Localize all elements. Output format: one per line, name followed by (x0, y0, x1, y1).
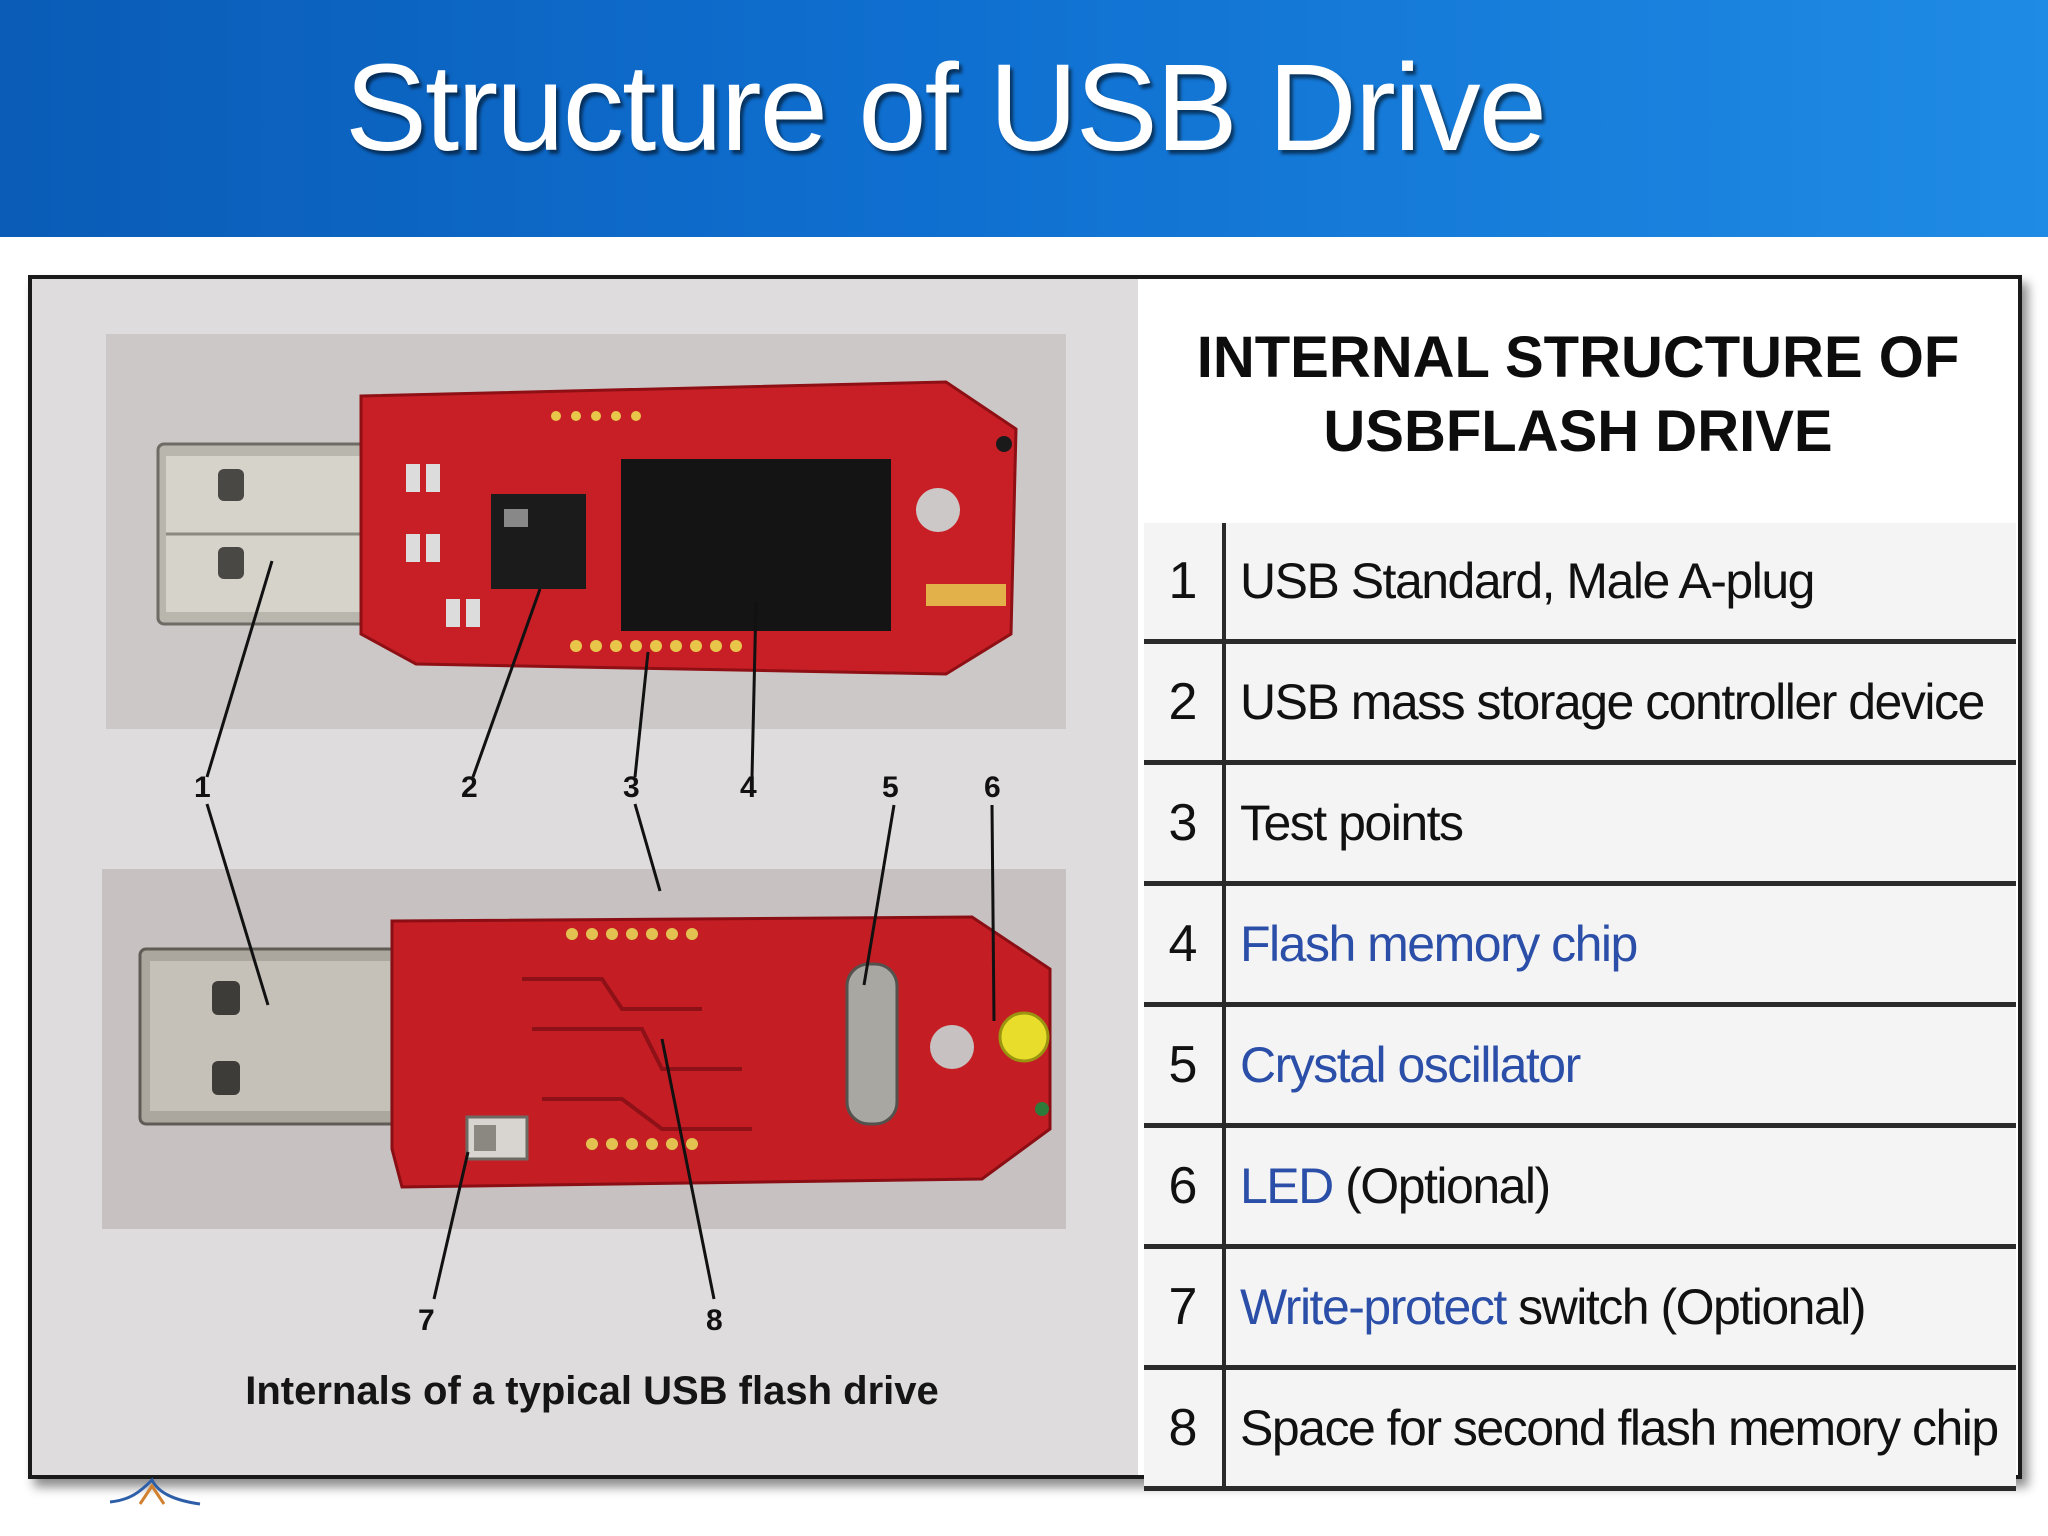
callout-7: 7 (418, 1304, 435, 1337)
legend-row-link[interactable]: Write-protect (1240, 1279, 1507, 1335)
legend-row-number: 2 (1144, 644, 1226, 760)
legend-row-number: 5 (1144, 1007, 1226, 1123)
legend-row-link[interactable]: Flash memory chip (1240, 916, 1638, 972)
figure-frame: 1 2 3 4 5 6 7 8 Internals of a typical U… (28, 275, 2022, 1491)
legend-row-number: 6 (1144, 1128, 1226, 1244)
figure-caption: Internals of a typical USB flash drive (245, 1369, 939, 1413)
abstract-logo-icon (109, 1477, 201, 1506)
legend-row-link[interactable]: Crystal oscillator (1240, 1037, 1581, 1093)
pcb-back-photo (102, 869, 1066, 1229)
legend-row-text: LED (Optional) (1240, 1128, 2010, 1244)
legend-row-text: USB Standard, Male A-plug (1240, 523, 2010, 639)
callout-5: 5 (882, 771, 899, 804)
callout-4: 4 (740, 771, 757, 804)
legend-row-text: Flash memory chip (1240, 886, 2010, 1002)
legend-row-label: (Optional) (1332, 1158, 1551, 1214)
legend-row-label: Test points (1240, 795, 1464, 851)
panel-heading: INTERNAL STRUCTURE OF USBFLASH DRIVE (1138, 321, 2018, 469)
panel-heading-line2: USBFLASH DRIVE (1323, 399, 1833, 464)
legend-row-text: Space for second flash memory chip (1240, 1370, 2010, 1486)
legend-row-number: 3 (1144, 765, 1226, 881)
pcb-front-photo (106, 334, 1066, 729)
legend-row-number: 7 (1144, 1249, 1226, 1365)
legend-row-text: Crystal oscillator (1240, 1007, 2010, 1123)
legend-row-label: USB mass storage controller device (1240, 674, 1985, 730)
legend-row-number: 8 (1144, 1370, 1226, 1486)
legend-row-label: USB Standard, Male A-plug (1240, 553, 1815, 609)
legend-row-label: Space for second flash memory chip (1240, 1400, 1999, 1456)
legend-row-label: switch (Optional) (1505, 1279, 1866, 1335)
photo-area: 1 2 3 4 5 6 7 8 Internals of a typical U… (32, 279, 1138, 1475)
callout-1: 1 (194, 771, 211, 804)
legend-row-text: USB mass storage controller device (1240, 644, 2010, 760)
callout-8: 8 (706, 1304, 723, 1337)
legend-row-number: 4 (1144, 886, 1226, 1002)
title-banner: Structure of USB Drive (0, 0, 2048, 237)
legend-row-link[interactable]: LED (1240, 1158, 1334, 1214)
callout-2: 2 (461, 771, 478, 804)
callout-3: 3 (623, 771, 640, 804)
legend-row-text: Test points (1240, 765, 2010, 881)
callout-6: 6 (984, 771, 1001, 804)
slide-title: Structure of USB Drive (345, 40, 1547, 177)
panel-heading-line1: INTERNAL STRUCTURE OF (1196, 325, 1960, 390)
legend-row-number: 1 (1144, 523, 1226, 639)
legend-row-text: Write-protect switch (Optional) (1240, 1249, 2010, 1365)
